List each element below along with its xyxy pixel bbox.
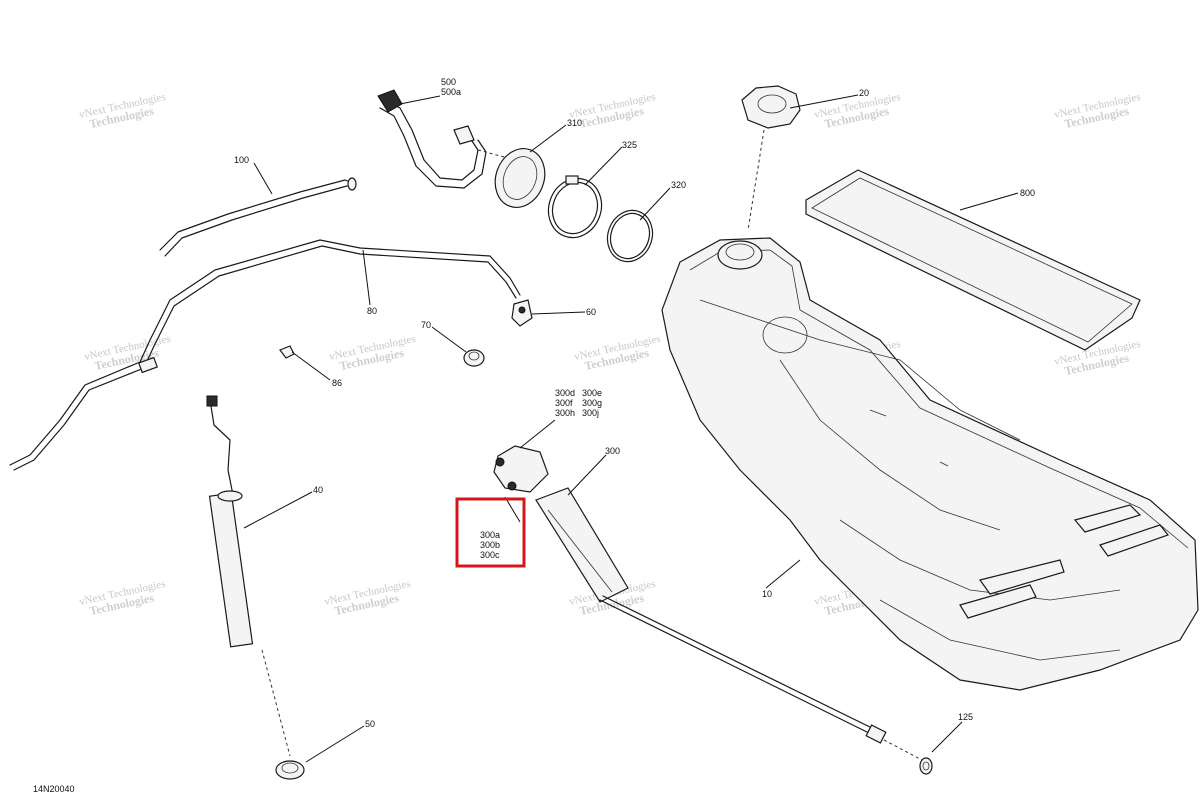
part-10-fuel-tank [661, 237, 1199, 691]
callout-310: 310 [567, 118, 582, 128]
part-125-washer [883, 739, 933, 775]
callout-300g: 300g [582, 398, 602, 408]
callout-500: 500 [441, 77, 456, 87]
callout-300e: 300e [582, 388, 602, 398]
callout-300d: 300d [555, 388, 575, 398]
callout-300a: 300a [480, 530, 500, 540]
part-80-vent-tube [9, 239, 521, 471]
callout-40: 40 [313, 485, 323, 495]
part-325-clamp [547, 175, 603, 239]
callout-20: 20 [859, 88, 869, 98]
part-40-level-sensor [206, 395, 291, 757]
callout-80: 80 [367, 306, 377, 316]
leader-lines [243, 94, 1019, 763]
callout-300h: 300h [555, 408, 575, 418]
document-id: 14N20040 [33, 784, 75, 794]
callout-320: 320 [671, 180, 686, 190]
callout-60: 60 [586, 307, 596, 317]
part-70-grommet [463, 349, 485, 367]
callout-500a: 500a [441, 87, 461, 97]
part-800-pad [805, 169, 1141, 351]
callout-86: 86 [332, 378, 342, 388]
callout-300f: 300f [555, 398, 573, 408]
callout-300c: 300c [480, 550, 500, 560]
callout-300b: 300b [480, 540, 500, 550]
highlight-box [455, 497, 526, 568]
part-50-plug [275, 760, 305, 780]
part-310-lock-ring [494, 148, 546, 208]
part-60-valve [511, 299, 533, 327]
callout-labels: 500 500a 20 310 325 320 100 800 80 60 70… [234, 77, 1035, 729]
part-86-clip [279, 345, 295, 359]
callout-100: 100 [234, 155, 249, 165]
part-300-fuel-pump [493, 445, 887, 744]
part-320-o-ring [606, 209, 654, 263]
callout-10: 10 [762, 589, 772, 599]
callout-325: 325 [622, 140, 637, 150]
part-500-filler-hose [377, 89, 516, 189]
callout-70: 70 [421, 320, 431, 330]
part-100-vent-tube [159, 177, 357, 257]
callout-800: 800 [1020, 188, 1035, 198]
callout-125: 125 [958, 712, 973, 722]
callout-50: 50 [365, 719, 375, 729]
callout-300: 300 [605, 446, 620, 456]
callout-300j: 300j [582, 408, 599, 418]
part-20-fuel-cap [741, 85, 801, 231]
